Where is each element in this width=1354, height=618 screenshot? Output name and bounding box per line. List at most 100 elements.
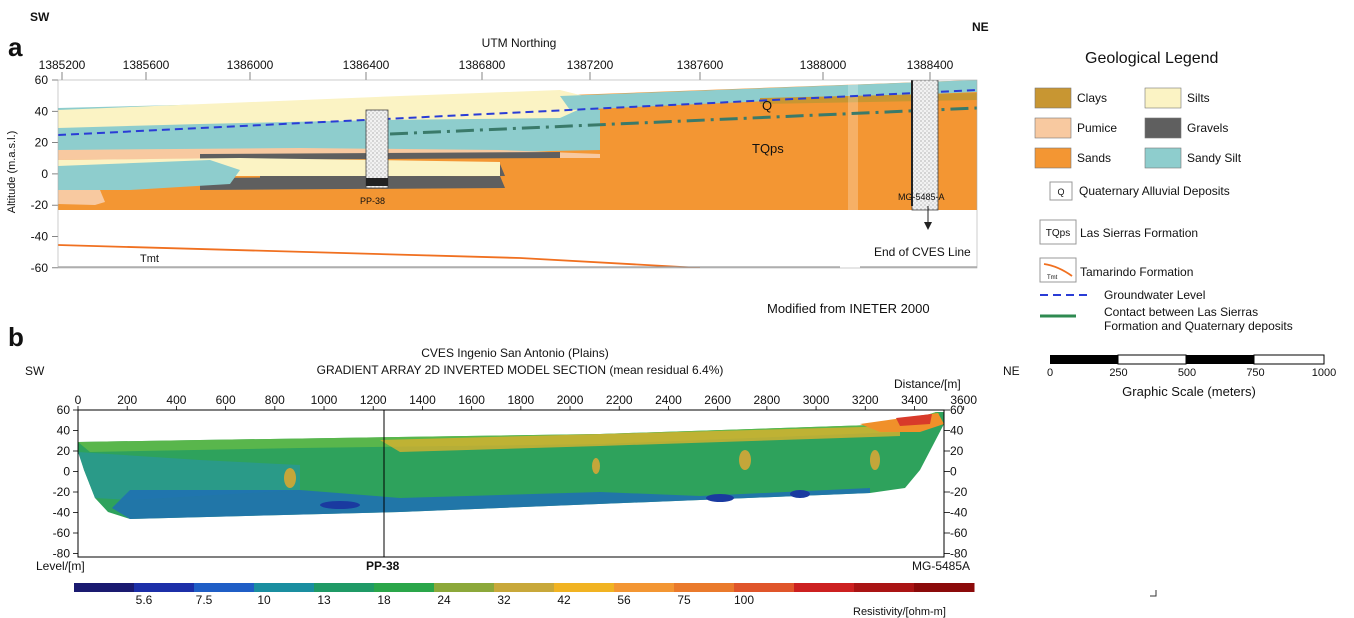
panel-b-x-tick-label: 1400 (409, 393, 436, 407)
panel-b-x-tick-label: 3600 (950, 393, 977, 407)
panel-b-y-tick-label-right: -80 (950, 547, 968, 561)
legend-tmt-box (1039, 257, 1077, 283)
panel-a-letter: a (8, 32, 23, 62)
end-of-line-label: End of CVES Line (874, 245, 971, 259)
scale-tick-label: 750 (1246, 367, 1264, 379)
colorbar-tick-label: 75 (677, 593, 691, 607)
panel-a-x-tick-label: 1385200 (39, 58, 86, 72)
panel-b-y-tick-label-left: -60 (53, 526, 71, 540)
panel-b-well-left: PP-38 (366, 559, 400, 573)
legend-title: Geological Legend (1085, 50, 1218, 67)
panel-a-y-tick-label: 40 (35, 104, 49, 118)
panel-b-y-tick-label-left: 40 (57, 424, 71, 438)
colorbar-tick-label: 56 (617, 593, 631, 607)
scale-title: Graphic Scale (meters) (1122, 384, 1256, 399)
panel-b-y-tick-label-left: -20 (53, 485, 71, 499)
panel-b-x-tick-label: 2800 (754, 393, 781, 407)
panel-b-x-tick-label: 3200 (852, 393, 879, 407)
gravels-stripe-lower (200, 176, 505, 190)
panel-b-y-tick-label-right: 0 (950, 465, 957, 479)
panel-a-x-tick-label: 1386800 (459, 58, 506, 72)
panel-b-x-tick-label: 1600 (458, 393, 485, 407)
legend-gw-label: Groundwater Level (1104, 288, 1205, 302)
panel-b-x-tick-label: 2000 (557, 393, 584, 407)
colorbar-tick-label: 13 (317, 593, 331, 607)
scale-tick-label: 500 (1178, 367, 1196, 379)
panel-b-y-tick-label-right: -60 (950, 526, 968, 540)
panel-b-x-tick-label: 3400 (901, 393, 928, 407)
scale-ticks: 0 250 500 750 1000 (1047, 367, 1336, 379)
panel-a-sw-label: SW (30, 10, 50, 24)
panel-a-x-axis-title: UTM Northing (482, 36, 557, 50)
legend-contact-label-2: Formation and Quaternary deposits (1104, 319, 1293, 333)
colorbar-segment (134, 583, 195, 592)
panel-b-x-tick-label: 2600 (704, 393, 731, 407)
panel-a-x-tick-label: 1388400 (907, 58, 954, 72)
panel-a-x-tick-label: 1387200 (567, 58, 614, 72)
scale-tick-label: 250 (1109, 367, 1127, 379)
label-tqps: TQps (752, 141, 784, 156)
panel-b-y-tick-label-left: -80 (53, 547, 71, 561)
legend-label-sands: Sands (1077, 151, 1111, 165)
panel-b-y-tick-label-right: 60 (950, 403, 964, 417)
legend-tmt-symbol: Tmt (1047, 275, 1058, 281)
colorbar-segment (674, 583, 735, 592)
panel-b-y-tick-label-left: -40 (53, 506, 71, 520)
legend-tqps-symbol: TQps (1046, 228, 1070, 239)
panel-b-title-1: CVES Ingenio San Antonio (Plains) (421, 346, 608, 360)
colorbar-tick-label: 5.6 (136, 593, 153, 607)
panel-b-x-tick-label: 1200 (360, 393, 387, 407)
colorbar-segment (914, 583, 975, 592)
panel-a-y-tick-label: 0 (41, 167, 48, 181)
colorbar-segment (194, 583, 255, 592)
colorbar-segment (74, 583, 135, 592)
colorbar-segment (854, 583, 915, 592)
panel-b-x-tick-label: 200 (117, 393, 137, 407)
panel-a-y-axis-title: Altitude (m.a.s.l.) (6, 131, 18, 214)
colorbar-tick-label: 10 (257, 593, 271, 607)
colorbar-tick-label: 32 (497, 593, 511, 607)
legend-swatch-sands (1034, 147, 1072, 169)
legend-label-pumice: Pumice (1077, 121, 1117, 135)
sandy-silt-lower (58, 160, 240, 190)
legend-label-clays: Clays (1077, 91, 1107, 105)
panel-b-x-tick-label: 0 (75, 393, 82, 407)
panel-a-x-ticks: 1385200 1385600 1386000 1386400 1386800 13872… (39, 58, 954, 80)
colorbar-segment (794, 583, 855, 592)
groundwater-level-line (58, 89, 977, 136)
legend-swatch-pumice (1034, 117, 1072, 139)
graphic-scale: 0 250 500 750 1000 Graphic Scale (meters) (1047, 354, 1336, 399)
legend-q-symbol: Q (1057, 187, 1064, 197)
colorbar-tick-label: 7.5 (196, 593, 213, 607)
well-mg-5485-a (911, 80, 939, 211)
panel-a-x-tick-label: 1386000 (227, 58, 274, 72)
panel-a-y-tick-label: 60 (35, 73, 49, 87)
panel-b-y-tick-label-right: 20 (950, 444, 964, 458)
panel-b: b SW NE CVES Ingenio San Antonio (Plains… (8, 322, 1020, 618)
panel-a-x-tick-label: 1386400 (343, 58, 390, 72)
panel-b-x-tick-label: 400 (166, 393, 186, 407)
legend-swatch-gravels (1144, 117, 1182, 139)
panel-b-x-tick-label: 800 (265, 393, 285, 407)
panel-b-x-tick-label: 1800 (507, 393, 534, 407)
label-tmt: Tmt (140, 253, 159, 265)
tamarindo-contact-line (58, 244, 701, 268)
well-pp-38 (365, 109, 389, 189)
panel-a-y-tick-label: 20 (35, 136, 49, 150)
colorbar-segment (554, 583, 615, 592)
panel-b-y-tick-label-right: -40 (950, 506, 968, 520)
scale-tick-label: 1000 (1312, 367, 1336, 379)
panel-a-x-tick-label: 1385600 (123, 58, 170, 72)
panel-b-y-tick-label-right: -20 (950, 485, 968, 499)
legend-label-silts: Silts (1187, 91, 1210, 105)
scale-tick-label: 0 (1047, 367, 1053, 379)
panel-b-x-axis-title: Distance/[m] (894, 377, 961, 391)
panel-a-x-tick-label: 1388000 (800, 58, 847, 72)
panel-b-x-tick-label: 600 (216, 393, 236, 407)
